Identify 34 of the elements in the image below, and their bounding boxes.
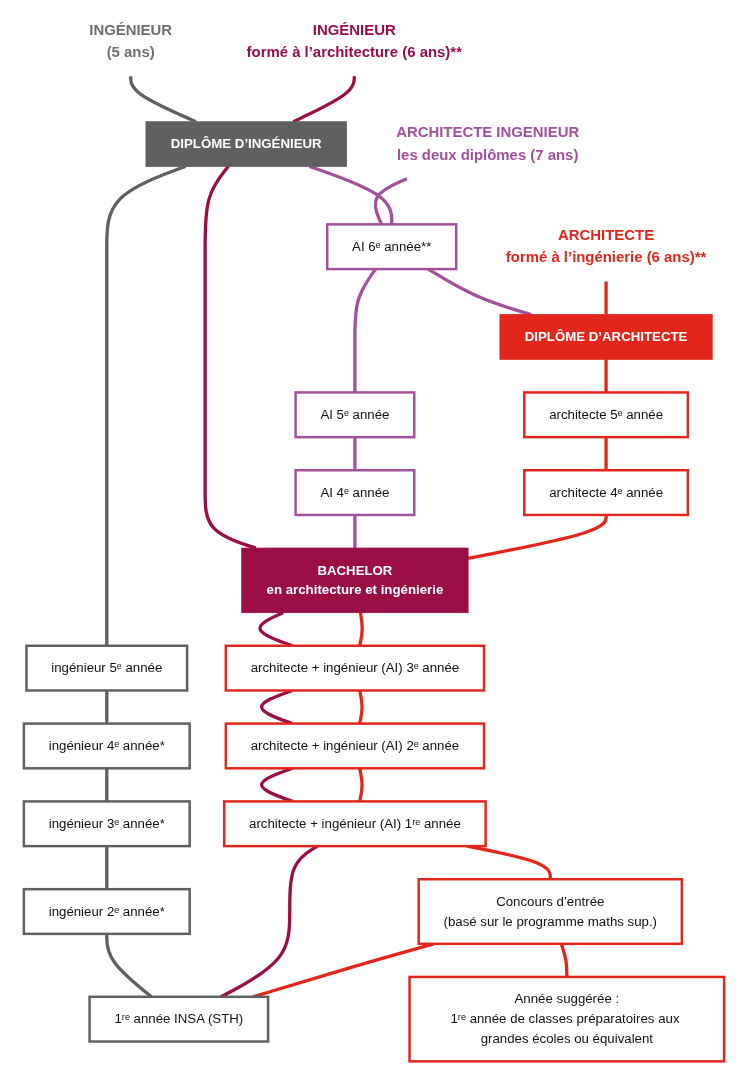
- year-box: architecte + ingénieur (AI) 1ʳᵉ année: [223, 800, 487, 848]
- connector: [467, 514, 608, 560]
- connector: [105, 690, 109, 724]
- connector: [358, 690, 364, 724]
- year-box: architecte + ingénieur (AI) 2ᵉ année: [224, 722, 486, 770]
- year-box: AI 4ᵉ année: [294, 469, 416, 517]
- connector: [559, 943, 569, 977]
- connector: [203, 165, 257, 550]
- connector: [105, 768, 109, 802]
- connector: [353, 514, 357, 549]
- connector: [105, 846, 109, 890]
- connector: [353, 437, 357, 471]
- diploma-box: DIPLÔME D’INGÉNIEUR: [145, 121, 347, 167]
- year-box: ingénieur 4ᵉ année*: [22, 722, 191, 770]
- year-box: architecte 5ᵉ année: [523, 391, 690, 439]
- column-heading: ARCHITECTE formé à l’ingénierie (6 ans)**: [505, 226, 707, 266]
- connector: [604, 281, 608, 315]
- year-box: architecte + ingénieur (AI) 3ᵉ année: [224, 644, 486, 692]
- connector: [604, 437, 608, 471]
- column-heading: INGÉNIEUR (5 ans): [89, 21, 173, 61]
- degree-box: BACHELOR en architecture et ingénierie: [241, 547, 469, 614]
- column-heading: INGÉNIEUR formé à l’architecture (6 ans)**: [246, 21, 462, 61]
- year-box: 1ʳᵉ année INSA (STH): [88, 995, 270, 1043]
- year-box: Année suggérée : 1ʳᵉ année de classes préparatoires aux grandes écoles ou équivalent: [408, 975, 726, 1063]
- year-box: AI 6ᵉ année**: [325, 223, 458, 271]
- year-box: ingénieur 5ᵉ année: [25, 644, 189, 692]
- connector: [604, 359, 608, 393]
- column-heading: ARCHITECTE INGENIEUR les deux diplômes (7 ans): [396, 124, 580, 164]
- diploma-box: DIPLÔME D’ARCHITECTE: [499, 314, 713, 360]
- year-box: AI 5ᵉ année: [294, 391, 416, 439]
- year-box: architecte 4ᵉ année: [523, 469, 690, 517]
- year-box: ingénieur 2ᵉ année*: [22, 887, 191, 936]
- year-box: Concours d’entrée (basé sur le programme maths sup.): [417, 878, 684, 946]
- year-box: ingénieur 3ᵉ année*: [22, 800, 191, 848]
